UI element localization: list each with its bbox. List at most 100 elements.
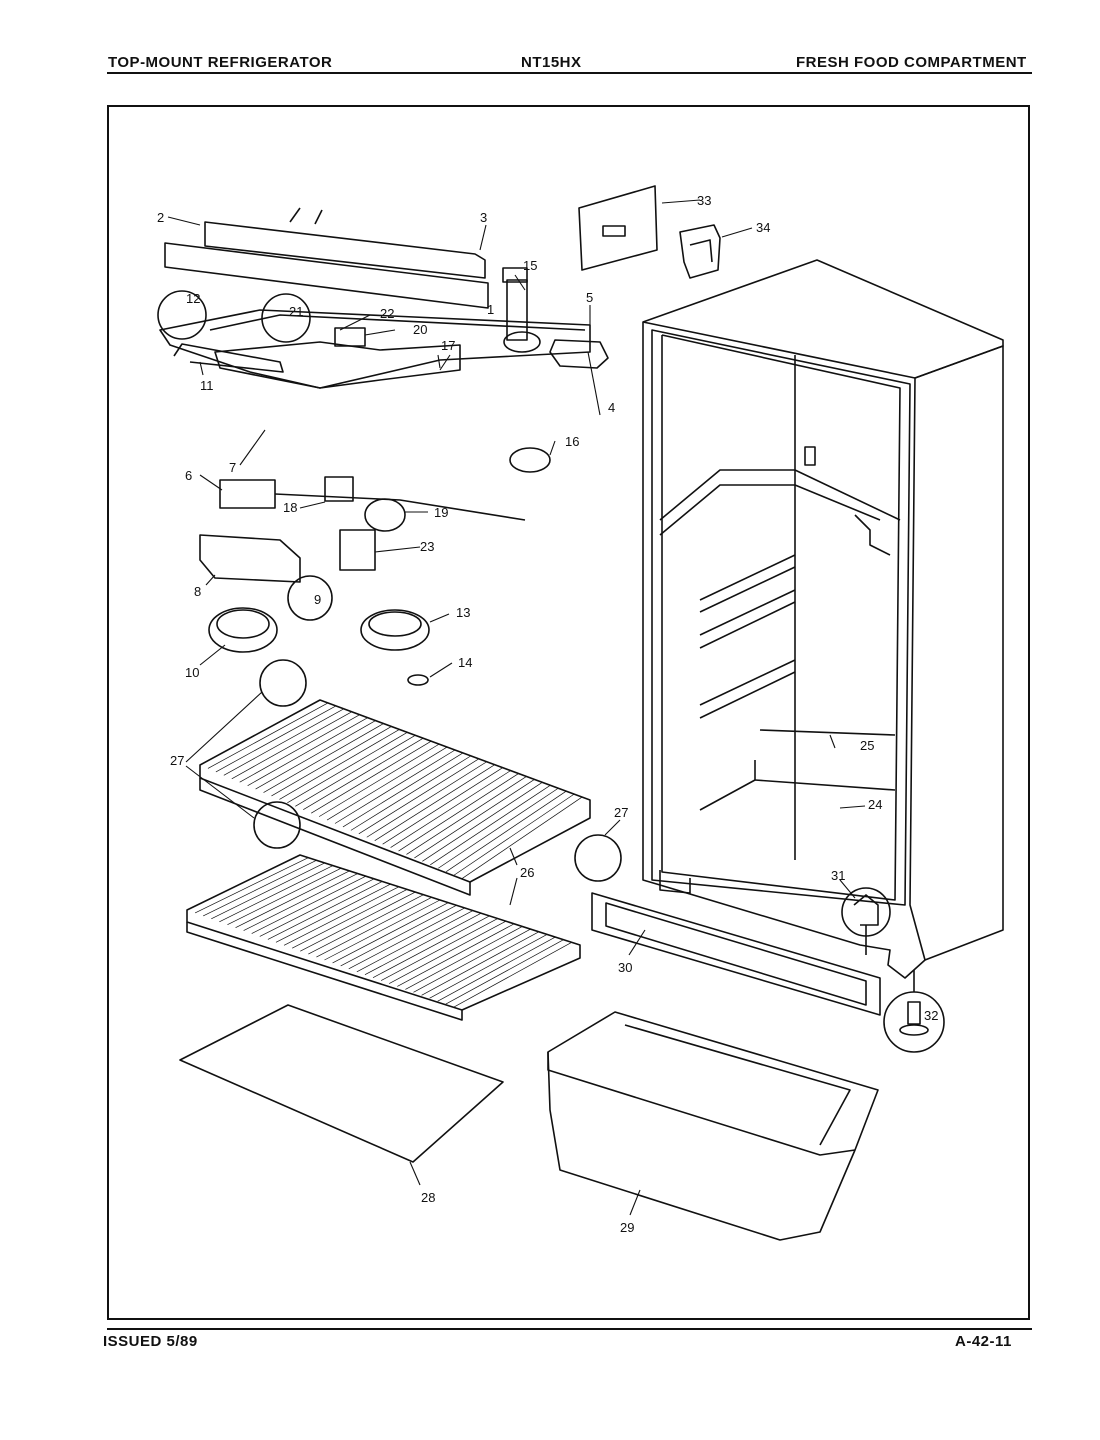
- shelf-wire: [429, 934, 548, 999]
- shelf-wire: [227, 867, 342, 926]
- knob-13: [360, 609, 430, 651]
- callout-20: 20: [413, 322, 427, 337]
- callout-leaders: [167, 199, 866, 1216]
- shelf-wire: [358, 758, 480, 835]
- callout-18: 18: [283, 500, 297, 515]
- shelf-wire: [223, 708, 344, 776]
- shelf-wire: [259, 878, 375, 937]
- callout-34: 34: [756, 220, 770, 235]
- shelf-wire: [445, 939, 564, 1005]
- callout-9: 9: [314, 592, 321, 607]
- footer-page-code: A-42-11: [955, 1333, 1012, 1350]
- shelf-wire: [300, 891, 416, 952]
- mounting-strap: [173, 343, 284, 373]
- detail-circle-12: [157, 290, 207, 340]
- header-model-number: NT15HX: [521, 54, 582, 71]
- footer-issued-date: ISSUED 5/89: [103, 1333, 198, 1350]
- shelf-wire: [287, 732, 408, 804]
- hinge-detail: [841, 887, 891, 955]
- wire-shelf-lower: [186, 854, 581, 1021]
- callout-26: 26: [520, 865, 534, 880]
- callout-14: 14: [458, 655, 472, 670]
- shelf-wire: [251, 875, 367, 934]
- callout-23: 23: [420, 539, 434, 554]
- shelf-wire: [421, 931, 539, 996]
- callout-3: 3: [480, 210, 487, 225]
- shelf-wire: [406, 776, 527, 855]
- toe-grille: [591, 892, 881, 1016]
- shelf-wire: [334, 749, 456, 824]
- crisper-drawer: [547, 1011, 879, 1241]
- callout-28: 28: [421, 1190, 435, 1205]
- rear-rail-assembly: [164, 207, 489, 309]
- control-bracket: [199, 534, 301, 583]
- callout-24: 24: [868, 797, 882, 812]
- shelf-support-detail-bottom: [253, 801, 301, 849]
- shelf-wire: [207, 702, 329, 769]
- shelf-wire-pattern: [194, 702, 583, 1008]
- shelf-wire: [318, 743, 440, 817]
- thermostat-assembly: [219, 479, 526, 521]
- shelf-wire: [461, 796, 583, 879]
- glass-shelf: [179, 1004, 504, 1163]
- switch-20: [334, 327, 366, 347]
- header-rule: [107, 72, 1032, 74]
- lamp-socket: [324, 476, 354, 502]
- mounting-plate: [578, 185, 658, 271]
- shelf-wire: [308, 894, 424, 955]
- shelf-wire: [194, 857, 309, 914]
- shelf-wire: [215, 705, 337, 773]
- light-switch: [339, 529, 376, 571]
- callout-19: 19: [434, 505, 448, 520]
- shelf-support-detail-right: [574, 834, 622, 882]
- callout-labels: 1 2 3 4 5 6 7 8 9 10 11 12 13 14 15 16 1…: [157, 193, 938, 1235]
- callout-21: 21: [289, 304, 303, 319]
- shelf-wire: [267, 881, 383, 940]
- shelf-wire: [372, 915, 490, 978]
- shelf-wire: [430, 785, 551, 866]
- callout-25: 25: [860, 738, 874, 753]
- control-housing: [159, 267, 591, 389]
- shelf-wire: [310, 740, 432, 814]
- callout-12: 12: [186, 291, 200, 306]
- shelf-wire: [342, 752, 464, 828]
- shelf-wire: [332, 902, 449, 964]
- shelf-wire: [422, 782, 543, 862]
- shelf-wire: [453, 793, 575, 876]
- footer-rule: [107, 1328, 1032, 1330]
- shelf-wire: [380, 918, 498, 981]
- shelf-wire: [437, 936, 556, 1002]
- shelf-wire: [398, 773, 519, 852]
- shelf-wire: [211, 862, 325, 920]
- shelf-wire: [316, 897, 432, 958]
- diagram-frame: [107, 105, 1030, 1320]
- damper-vent: [549, 339, 609, 369]
- shelf-wire: [231, 711, 352, 780]
- knob-16: [509, 447, 551, 473]
- callout-13: 13: [456, 605, 470, 620]
- shelf-wire: [350, 755, 472, 831]
- bracket-clip: [679, 224, 721, 279]
- light-bulb: [364, 498, 406, 532]
- callout-17: 17: [441, 338, 455, 353]
- callout-6: 6: [185, 468, 192, 483]
- shelf-wire: [303, 737, 424, 811]
- detail-circle-9: [287, 575, 333, 621]
- shelf-wire: [203, 859, 317, 917]
- callout-15: 15: [523, 258, 537, 273]
- shelf-wire: [445, 790, 567, 872]
- callout-32: 32: [924, 1008, 938, 1023]
- callout-7: 7: [229, 460, 236, 475]
- shelf-support-detail-top: [259, 659, 307, 707]
- callout-16: 16: [565, 434, 579, 449]
- shelf-wire: [291, 889, 408, 949]
- callout-27-left: 27: [170, 753, 184, 768]
- shelf-wire: [366, 761, 487, 838]
- callout-22: 22: [380, 306, 394, 321]
- callout-10: 10: [185, 665, 199, 680]
- wire-shelf-upper: [199, 699, 591, 896]
- shelf-wire: [340, 904, 457, 967]
- callout-33: 33: [697, 193, 711, 208]
- shelf-wire: [348, 907, 465, 970]
- shelf-wire: [326, 746, 448, 821]
